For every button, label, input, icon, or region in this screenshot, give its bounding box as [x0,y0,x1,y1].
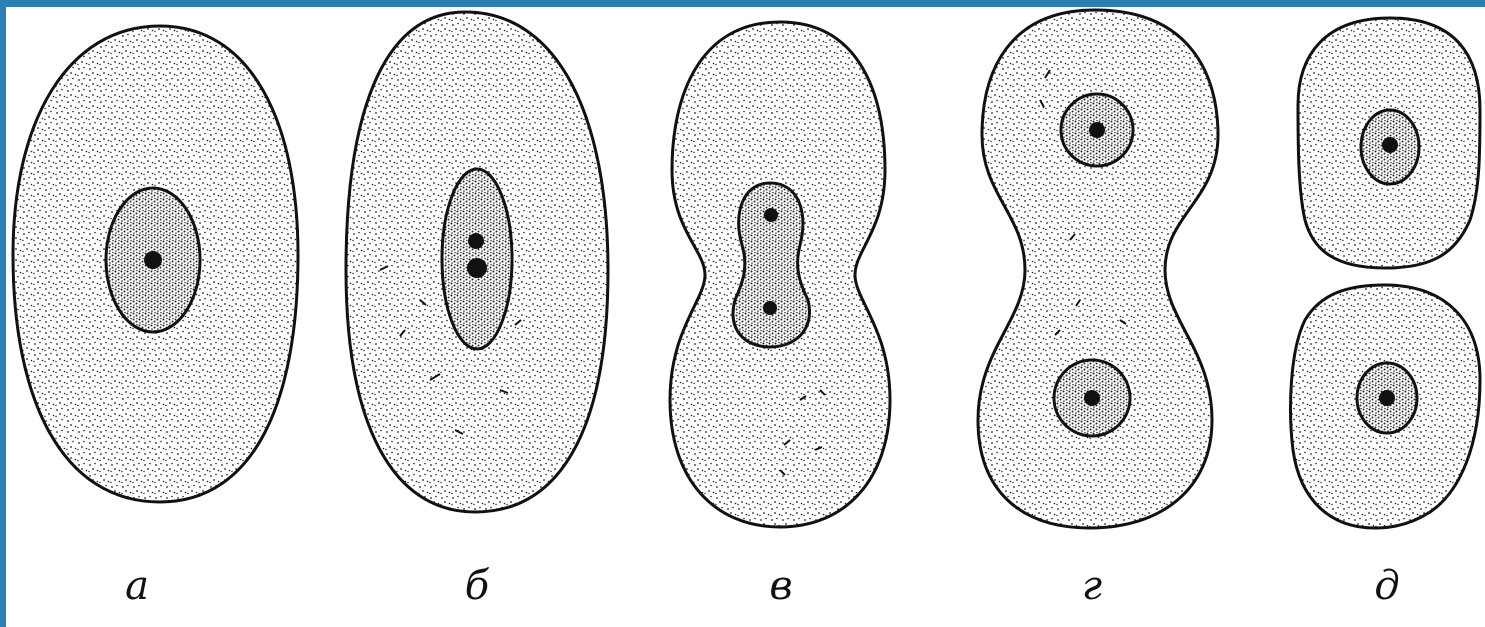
stage-label-d: д [1357,566,1417,606]
dividing-nucleus [733,183,809,347]
nucleolus-upper [1089,122,1105,138]
cell-stage-g [978,10,1218,528]
nucleolus-upper [764,208,778,222]
stage-label-v: в [751,566,811,606]
nucleolus [144,251,162,269]
nucleolus-lower [1084,390,1100,406]
nucleolus-lower [467,258,487,278]
stage-label-b: б [447,566,507,606]
nucleolus-upper [468,233,484,249]
cell-stage-v [670,22,890,527]
nucleolus-upper [1382,137,1398,153]
cell-stage-d [1291,18,1480,528]
cell-stage-a [13,26,298,502]
stage-label-a: а [107,566,167,606]
nucleolus-lower [763,301,777,315]
nucleolus-lower [1379,390,1395,406]
cell-stage-b [346,12,608,512]
stage-label-g: г [1062,566,1122,606]
cell-membrane [978,10,1218,528]
